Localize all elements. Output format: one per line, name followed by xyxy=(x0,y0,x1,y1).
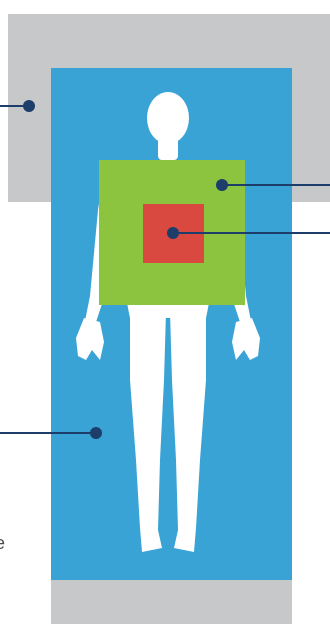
figure-head xyxy=(147,92,189,144)
cropped-label-fragment: e xyxy=(0,530,6,556)
figure-neck xyxy=(158,138,178,160)
outer-zone-bottom xyxy=(51,580,292,624)
cropped-label-text: e xyxy=(0,530,5,556)
